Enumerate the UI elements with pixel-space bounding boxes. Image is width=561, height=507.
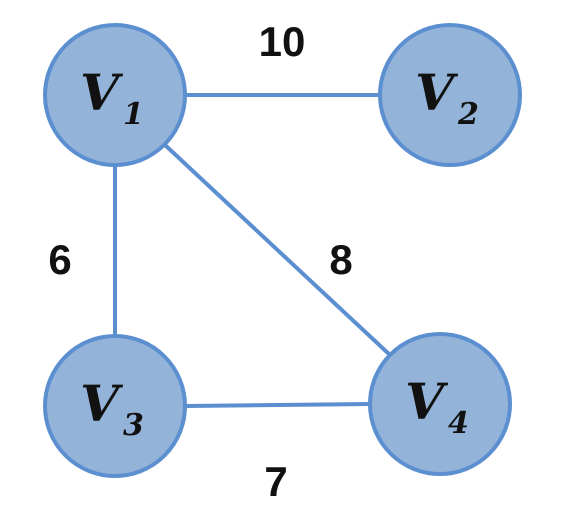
node-v2-subscript: 2 (457, 97, 479, 132)
edge-v3-v4 (185, 402, 371, 408)
edge-v1-v4 (163, 143, 392, 357)
node-v3-subscript: 3 (123, 408, 144, 443)
edge-weight-v1-v3: 6 (48, 236, 71, 283)
node-v3-letter: V (80, 374, 124, 433)
node-v4-letter: V (405, 372, 449, 431)
node-v2-letter: V (415, 63, 459, 122)
edge-weight-v3-v4: 7 (264, 458, 287, 505)
node-v4-subscript: 4 (448, 406, 469, 441)
edge-weight-v1-v4: 8 (329, 236, 352, 283)
edge-weight-v1-v2: 10 (259, 18, 306, 65)
node-v1-letter: V (80, 63, 124, 122)
node-v1-subscript: 1 (123, 97, 144, 132)
